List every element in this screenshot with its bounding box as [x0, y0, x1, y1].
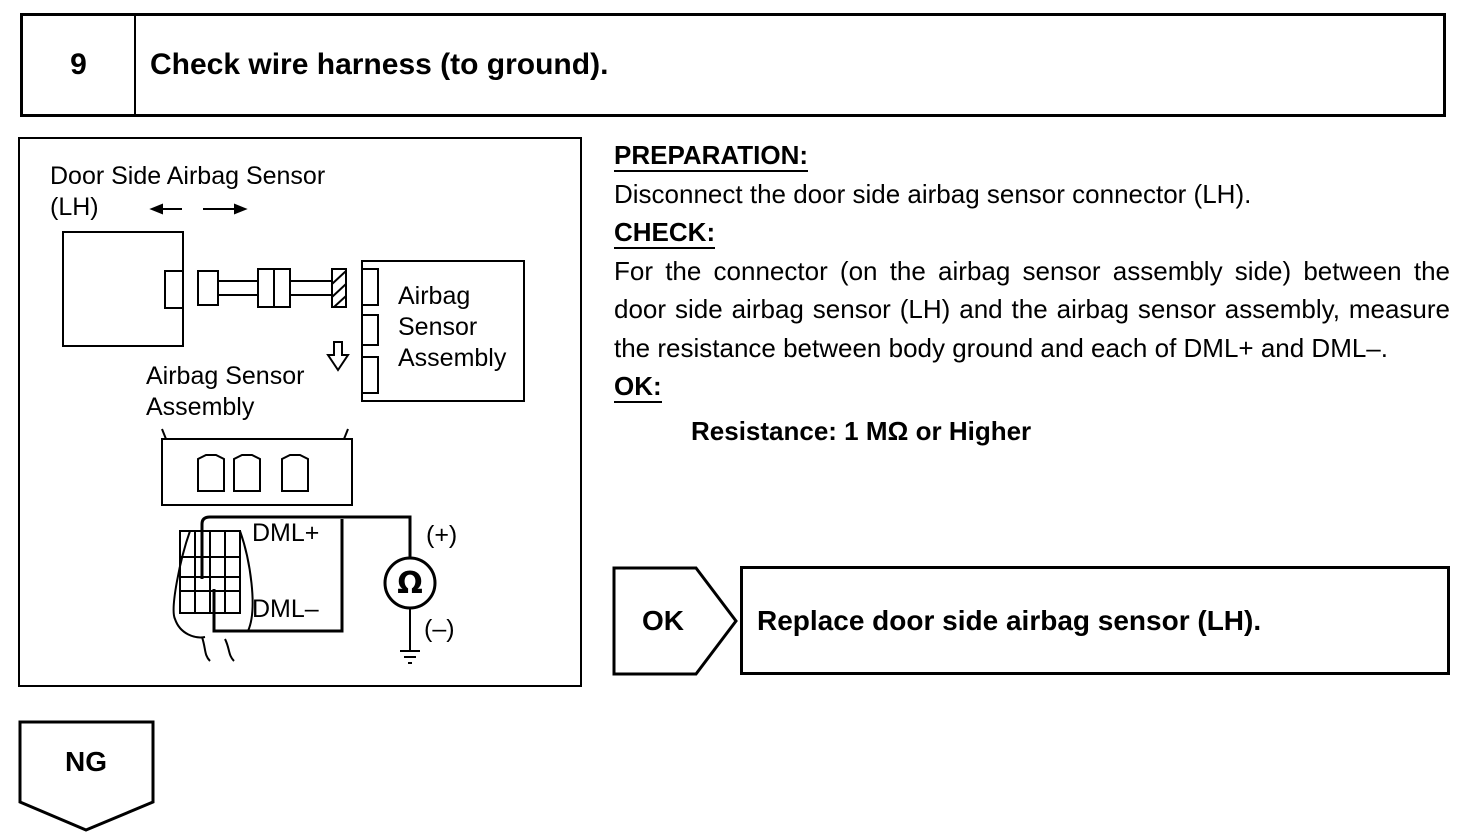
ok-spec: Resistance: 1 MΩ or Higher — [691, 415, 1032, 446]
ng-arrow-shape — [18, 720, 155, 832]
step-title: Check wire harness (to ground). — [150, 48, 609, 81]
instructions: PREPARATION: Disconnect the door side ai… — [614, 136, 1450, 450]
step-number: 9 — [23, 16, 136, 114]
label-meter-minus: (–) — [424, 615, 455, 643]
preparation-text: Disconnect the door side airbag sensor c… — [614, 178, 1252, 209]
label-assembly-1: Airbag — [398, 282, 470, 310]
ok-heading: OK: — [614, 371, 662, 403]
wiring-diagram: Door Side Airbag Sensor (LH) Airbag Sens… — [50, 162, 525, 664]
ng-tag: NG — [18, 720, 158, 832]
preparation-heading: PREPARATION: — [614, 140, 809, 172]
harness-plug-left — [197, 270, 219, 306]
ng-label: NG — [65, 746, 107, 777]
wiring-illustration: Door Side Airbag Sensor (LH) Airbag Sens… — [18, 137, 582, 687]
label-assembly-connector-2: Assembly — [146, 393, 255, 421]
ok-tag: OK — [612, 566, 740, 676]
step-header: 9 Check wire harness (to ground). — [20, 13, 1446, 117]
label-meter-plus: (+) — [426, 521, 457, 549]
harness-plug-right — [331, 268, 347, 308]
label-door-sensor-side: (LH) — [50, 193, 99, 221]
label-assembly-connector: Airbag Sensor — [146, 362, 304, 390]
door-sensor-connector — [164, 270, 184, 309]
label-assembly-2: Sensor — [398, 313, 477, 341]
ok-action-box: Replace door side airbag sensor (LH). — [740, 566, 1450, 675]
ohm-symbol: Ω — [397, 566, 423, 601]
label-assembly-3: Assembly — [398, 344, 507, 372]
check-text: For the connector (on the airbag sensor … — [614, 255, 1450, 363]
label-door-sensor: Door Side Airbag Sensor — [50, 162, 325, 190]
assembly-connector-face — [161, 438, 353, 506]
label-dml-minus: DML– — [252, 595, 319, 623]
ok-arrow-shape — [612, 566, 738, 676]
check-heading: CHECK: — [614, 217, 716, 249]
ok-label: OK — [642, 605, 684, 636]
label-dml-plus: DML+ — [252, 519, 319, 547]
